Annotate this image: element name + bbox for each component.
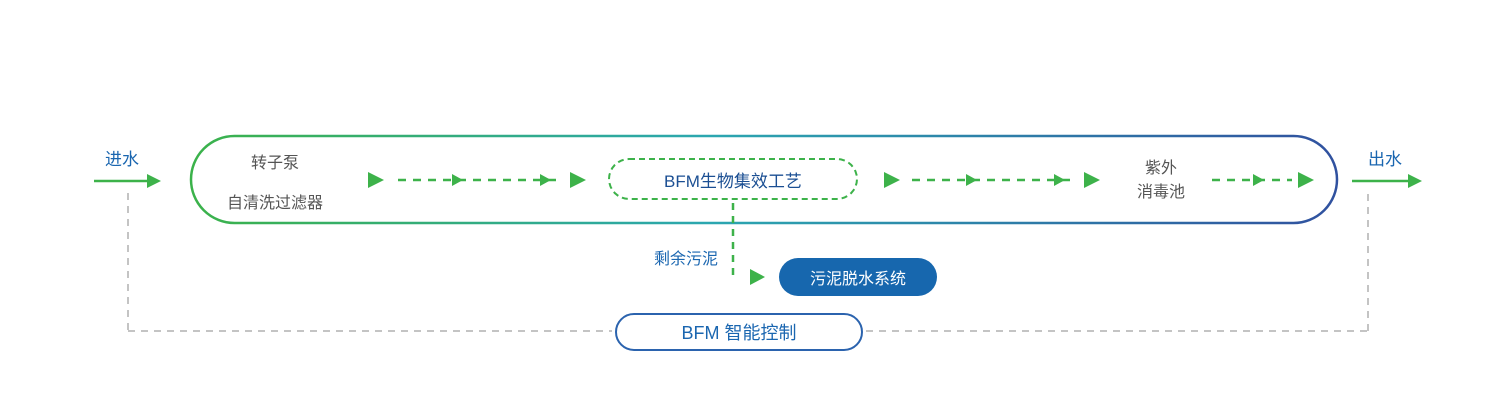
bfm-process-label: BFM生物集效工艺 [664,171,802,191]
treatment-container-outline [189,134,1339,225]
pump-label: 转子泵 [250,155,299,172]
bfm-process-box: BFM生物集效工艺 [608,158,858,200]
sludge-branch-line [731,203,765,285]
outlet-label: 出水 [1368,150,1402,169]
flow-arrows-3 [1212,172,1314,188]
outlet-arrow-icon [1352,174,1422,188]
filter-label: 自清洗过滤器 [226,195,323,212]
inlet-label: 进水 [105,150,139,169]
inlet-arrow-icon [94,174,161,188]
control-pill: BFM 智能控制 [615,313,863,351]
uv-label: 紫外 消毒池 [1118,157,1204,205]
uv-label-line2: 消毒池 [1136,184,1185,201]
sludge-system-pill: 污泥脱水系统 [779,258,937,296]
control-label: BFM 智能控制 [681,323,797,343]
flow-arrows-1 [368,172,586,188]
uv-label-line1: 紫外 [1144,160,1177,177]
control-loop-line [127,193,1369,332]
flow-arrows-2 [884,172,1100,188]
sludge-label: 剩余污泥 [653,251,718,268]
sludge-system-label: 污泥脱水系统 [809,271,906,288]
